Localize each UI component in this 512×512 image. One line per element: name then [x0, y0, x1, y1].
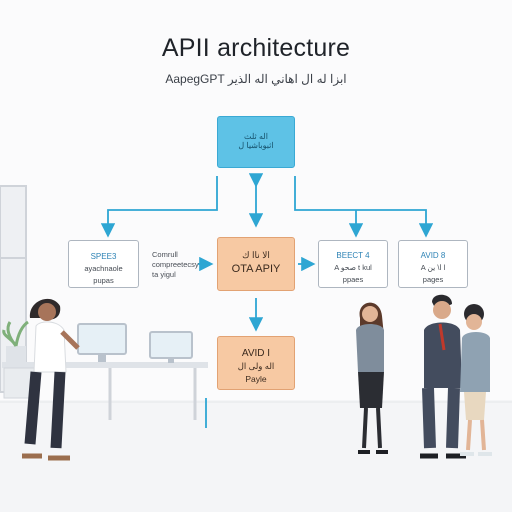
node-center-line2: OTA APIY	[231, 263, 281, 275]
node-bottom: AVID I اله ولى ال Payle	[217, 336, 295, 390]
person-woman-thinking	[460, 304, 492, 456]
node-left-line3: pupas	[93, 276, 114, 285]
node-left: SPEE3 ayachnaole pupas	[68, 240, 139, 288]
connector-top-right	[294, 176, 434, 238]
node-top: اله ثلث اثبوباشيا ل	[217, 116, 295, 168]
node-bottom-line3: Payle	[245, 374, 267, 384]
person-at-desk	[22, 298, 80, 461]
diagram-title: APII architecture	[161, 34, 351, 62]
connector-top-left	[100, 176, 218, 238]
computer-monitor	[77, 323, 193, 363]
node-right1: BEECT 4 A صحو t kul ppaes	[318, 240, 388, 288]
person-woman	[356, 302, 388, 454]
node-bottom-line2: اله ولى ال	[237, 361, 275, 371]
node-center-line1: الا ناا ك	[242, 250, 270, 260]
node-right2: AVID 8 A ا\ ين l pages	[398, 240, 468, 288]
node-right2-line1: AVID 8	[420, 251, 446, 260]
node-top-line2: اثبوباشيا ل	[238, 141, 274, 150]
plant	[2, 320, 29, 362]
person-man-suit	[420, 294, 466, 459]
node-right1-line3: ppaes	[342, 275, 364, 284]
side-note: Comrull compreetecsy ta yigul	[152, 250, 212, 280]
side-note-line1: Comrull	[152, 250, 178, 259]
node-center: الا ناا ك OTA APIY	[217, 237, 295, 291]
diagram-subtitle: AapegGPT ابزا له ال اهاني اله الذير	[165, 72, 347, 86]
node-left-line2: ayachnaole	[84, 264, 123, 273]
node-top-line1: اله ثلث	[244, 132, 268, 141]
side-note-line3: ta yigul	[152, 270, 176, 279]
side-note-line2: compreetecsy	[152, 260, 199, 269]
node-right2-line2: A ا\ ين l	[420, 263, 446, 272]
node-bottom-line1: AVID I	[241, 348, 271, 359]
node-right1-line2: A صحو t kul	[334, 263, 372, 272]
node-right2-line3: pages	[422, 275, 444, 284]
node-left-line1: SPEE3	[90, 252, 117, 261]
node-right1-line1: BEECT 4	[336, 251, 370, 260]
